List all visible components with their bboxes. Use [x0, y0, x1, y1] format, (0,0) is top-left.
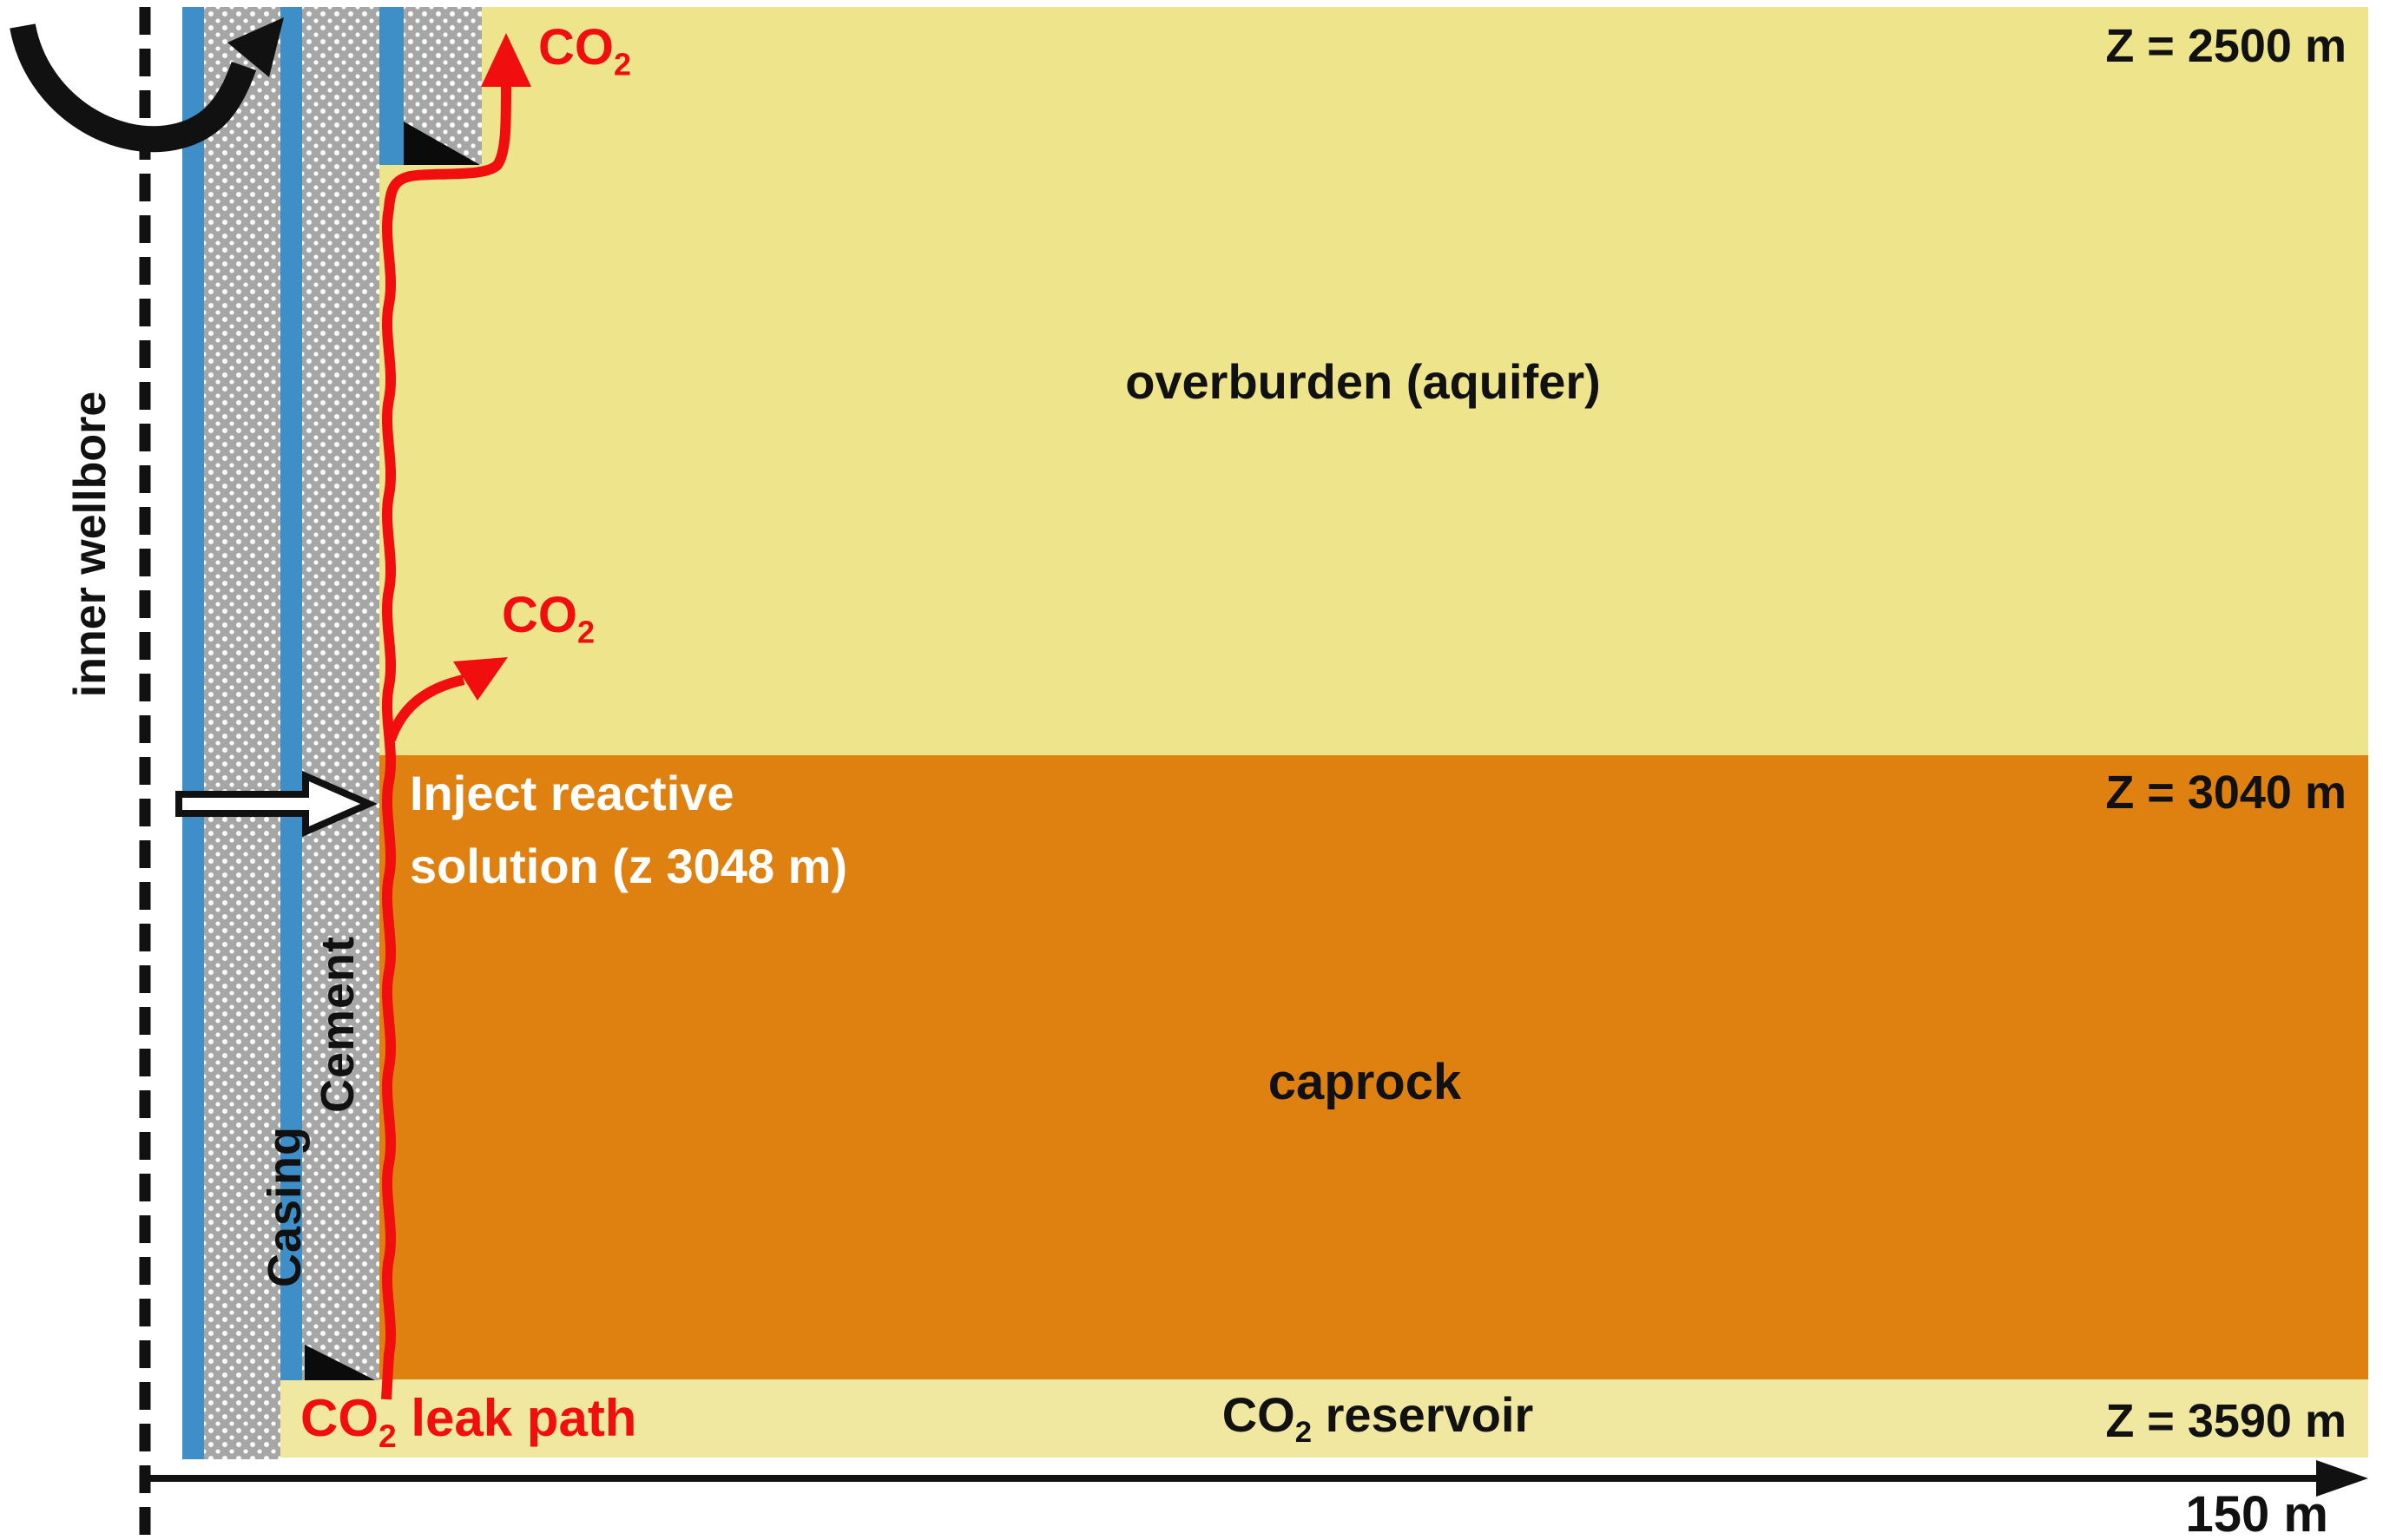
depth-label-caprock-top: Z = 3040 m — [2105, 767, 2347, 819]
co2-top-prefix: CO — [538, 19, 614, 76]
outer-casing-strip — [379, 7, 404, 165]
caprock-label: caprock — [1267, 1054, 1462, 1110]
reservoir-label-prefix: CO — [1221, 1387, 1295, 1442]
casing-shoe-top — [404, 122, 480, 165]
caprock-region — [379, 755, 2368, 1379]
middle-cement-strip — [302, 7, 379, 1380]
co2-arrow-top-icon — [481, 33, 531, 87]
co2-label-mid: CO2 — [502, 590, 595, 648]
cement-label: Cement — [312, 935, 364, 1114]
co2-arrow-mid-icon — [453, 657, 508, 701]
middle-casing-strip — [280, 7, 302, 1380]
inject-label-line2: solution (z 3048 m) — [410, 839, 848, 893]
leak-label-rest: leak path — [396, 1389, 637, 1447]
inner-wellbore-label: inner wellbore — [65, 391, 115, 698]
co2-mid-prefix: CO — [502, 587, 577, 643]
co2-leak-path-line — [381, 33, 531, 1400]
leak-label-prefix: CO — [300, 1389, 379, 1447]
x-axis — [146, 1460, 2368, 1497]
overburden-label: overburden (aquifer) — [1125, 354, 1601, 409]
depth-label-reservoir-bottom: Z = 3590 m — [2105, 1395, 2347, 1447]
depth-label-top: Z = 2500 m — [2105, 20, 2347, 72]
leak-label-sub: 2 — [379, 1418, 397, 1454]
co2-label-top: CO2 — [538, 23, 631, 81]
x-axis-arrowhead-icon — [2316, 1460, 2368, 1497]
casing-label: Casing — [259, 1125, 311, 1288]
overburden-aquifer-region — [379, 7, 2368, 755]
co2-branch-line — [385, 675, 465, 742]
co2-leak-path-label: CO2 leak path — [300, 1392, 636, 1452]
reservoir-label-rest: reservoir — [1312, 1387, 1534, 1442]
inject-label-line1: Inject reactive — [410, 766, 734, 820]
wellbore-rotation-arrow-icon — [10, 17, 284, 153]
x-scale-label: 150 m — [2185, 1486, 2328, 1540]
inner-cement-strip — [204, 7, 280, 1459]
reservoir-label-sub: 2 — [1294, 1416, 1313, 1450]
co2-mid-sub: 2 — [577, 614, 595, 650]
inject-arrow-icon — [175, 770, 378, 838]
co2-top-sub: 2 — [614, 46, 631, 82]
co2-reservoir-region — [279, 1379, 2368, 1458]
casing-shoe-bottom — [305, 1345, 375, 1380]
co2-reservoir-label: CO2 reservoir — [1222, 1391, 1534, 1448]
inner-casing-strip — [182, 7, 204, 1459]
